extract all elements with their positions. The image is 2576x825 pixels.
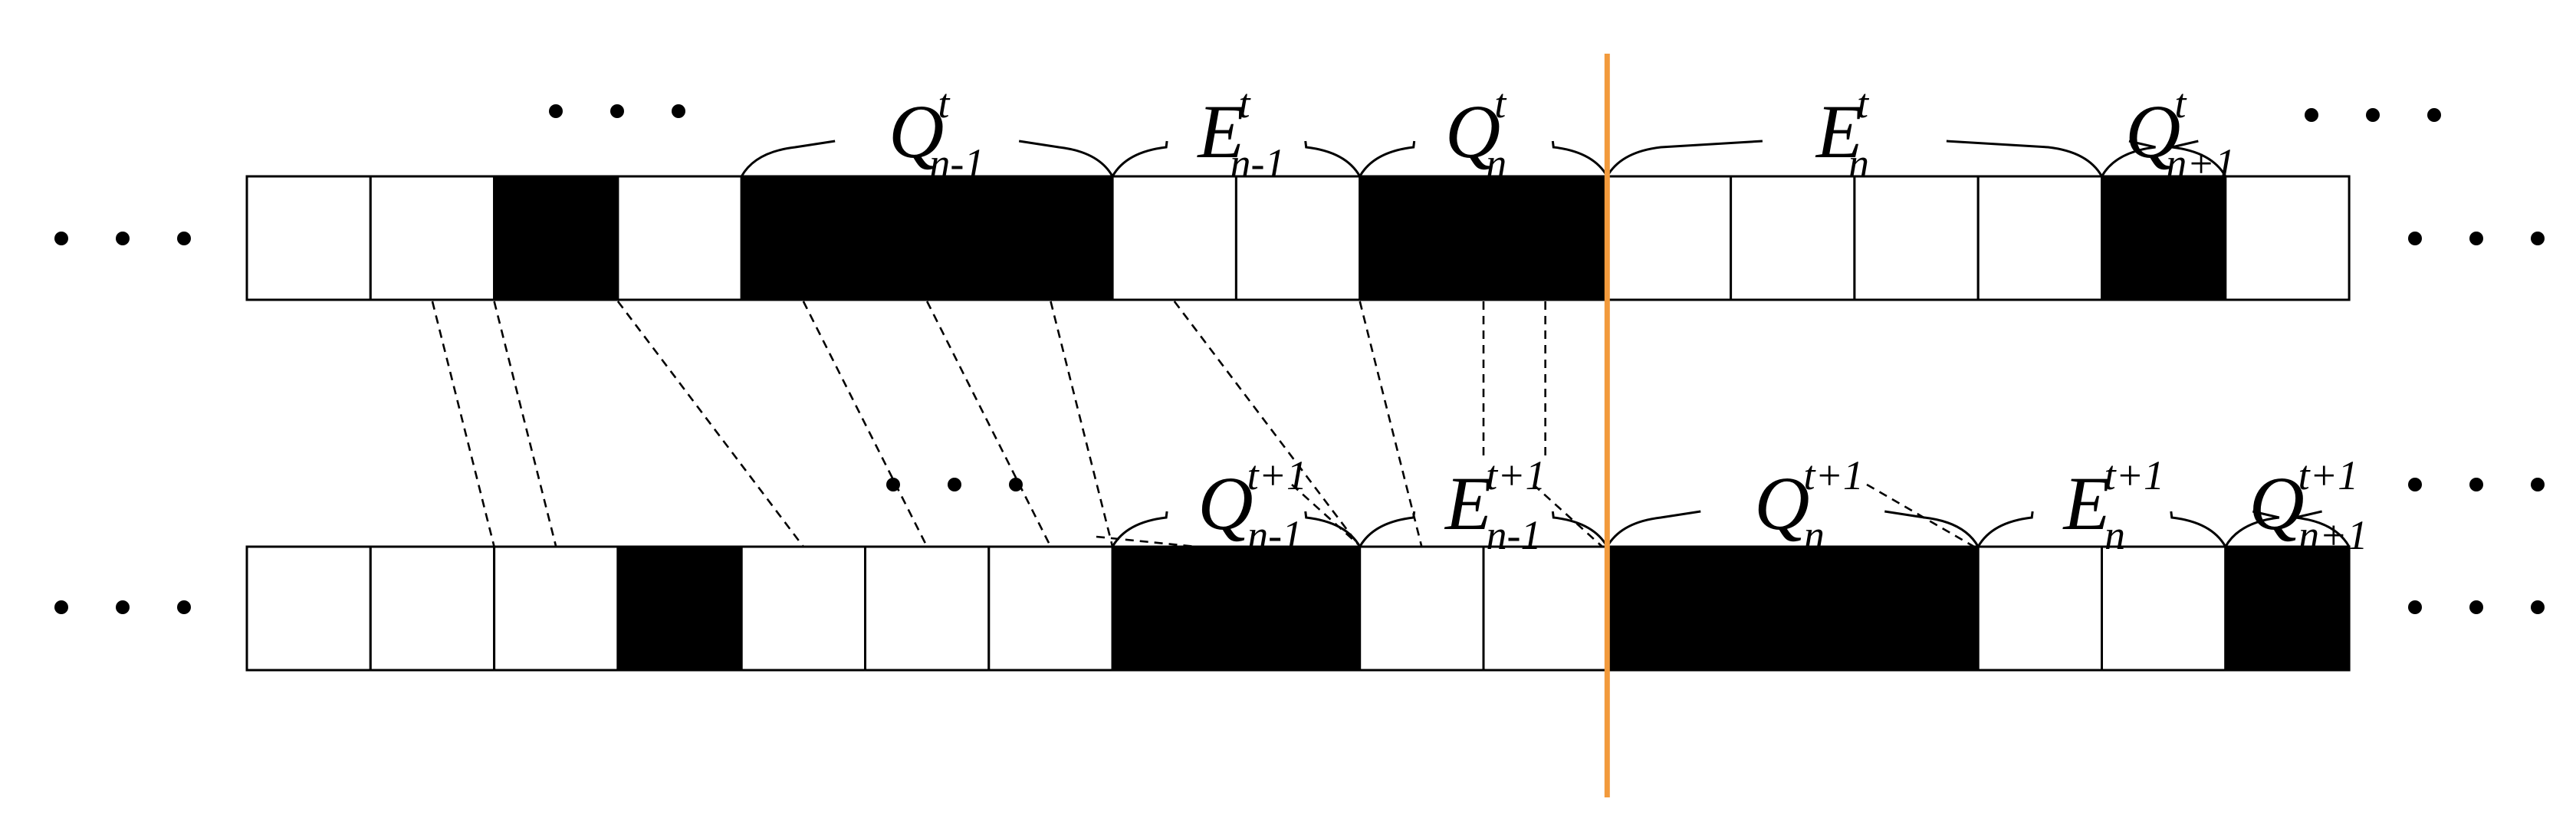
row-t1-cell	[493, 545, 619, 672]
mapping-line	[1096, 535, 1197, 548]
row-t1-cell	[245, 545, 372, 672]
segment-brace	[2101, 140, 2227, 177]
ellipsis-dot	[2531, 478, 2545, 491]
row-t1-cell	[1605, 545, 1733, 672]
row-t1-cell	[1234, 545, 1362, 672]
ellipsis-dot	[2469, 232, 2483, 245]
row-t-cell	[616, 175, 743, 301]
ellipsis-dot	[948, 478, 961, 491]
row-t-cell	[1111, 175, 1237, 301]
ellipsis-dot	[116, 232, 130, 245]
row-t-cell	[1605, 175, 1733, 301]
ellipsis-dot	[2305, 108, 2318, 122]
ellipsis-dot	[54, 600, 68, 614]
row-t-cell	[1976, 175, 2103, 301]
segment-brace	[1359, 140, 1608, 177]
ellipsis-dot	[116, 600, 130, 614]
segment-brace	[2224, 510, 2351, 547]
ellipsis-dot	[610, 104, 624, 118]
row-t-cell	[2224, 175, 2351, 301]
row-t-cell	[1853, 175, 1980, 301]
segment-brace	[1359, 511, 1608, 547]
mapping-line	[1533, 484, 1603, 547]
segment-brace	[1111, 511, 1362, 547]
segment-brace	[1605, 140, 2103, 177]
row-t1-cell	[1853, 545, 1980, 672]
row-t1-cell	[740, 545, 867, 672]
ellipsis-dot	[54, 232, 68, 245]
ellipsis-dots	[54, 104, 2545, 614]
mapping-line	[925, 301, 1052, 547]
mapping-line	[1291, 484, 1362, 547]
row-t-cell	[245, 175, 372, 301]
row-t-cells	[245, 175, 2351, 301]
row-t-cell	[2101, 175, 2227, 301]
ellipsis-dot	[2531, 600, 2545, 614]
ellipsis-dot	[1009, 478, 1023, 491]
row-t-cell	[987, 175, 1114, 301]
row-t-cell	[1482, 175, 1608, 301]
mapping-line	[1050, 301, 1114, 547]
ellipsis-dot	[2531, 232, 2545, 245]
mapping-lines	[431, 301, 1975, 548]
ellipsis-dot	[2427, 108, 2441, 122]
row-t-cell	[1234, 175, 1362, 301]
ellipsis-dot	[2469, 478, 2483, 491]
row-t-cell	[493, 175, 619, 301]
segment-braces	[740, 140, 2351, 547]
mapping-line	[431, 301, 495, 547]
ellipsis-dot	[2408, 600, 2422, 614]
row-t-cell	[1730, 175, 1856, 301]
row-t1-cell	[864, 545, 991, 672]
row-t-cell	[740, 175, 867, 301]
segment-brace	[1605, 510, 1980, 547]
ellipsis-dot	[549, 104, 563, 118]
row-t1-cell	[2101, 545, 2227, 672]
row-t1-cell	[1976, 545, 2103, 672]
ellipsis-dot	[2366, 108, 2380, 122]
ellipsis-dot	[672, 104, 685, 118]
row-t1-cell	[1482, 545, 1608, 672]
mapping-line	[802, 301, 928, 547]
row-t1-cell	[2224, 545, 2351, 672]
mapping-line	[493, 301, 557, 547]
ellipsis-dot	[177, 232, 191, 245]
segment-brace	[1976, 511, 2227, 547]
ellipsis-dot	[177, 600, 191, 614]
row-t1-cells	[245, 545, 2351, 672]
row-t1-cell	[1359, 545, 1485, 672]
row-t1-cell	[1111, 545, 1237, 672]
mapping-line	[616, 301, 804, 547]
row-t-cell	[369, 175, 496, 301]
segment-brace	[740, 140, 1114, 177]
row-t1-cell	[616, 545, 743, 672]
row-t1-cell	[369, 545, 496, 672]
ellipsis-dot	[2408, 232, 2422, 245]
row-t1-cell	[987, 545, 1114, 672]
mapping-line	[1866, 483, 1975, 548]
row-t-cell	[1359, 175, 1485, 301]
segment-brace	[1111, 140, 1362, 177]
ellipsis-dot	[886, 478, 900, 491]
ellipsis-dot	[2469, 600, 2483, 614]
ellipsis-dot	[2408, 478, 2422, 491]
row-t1-cell	[1730, 545, 1856, 672]
mapping-line	[1173, 301, 1361, 547]
row-t-cell	[864, 175, 991, 301]
mapping-line	[1359, 301, 1423, 547]
